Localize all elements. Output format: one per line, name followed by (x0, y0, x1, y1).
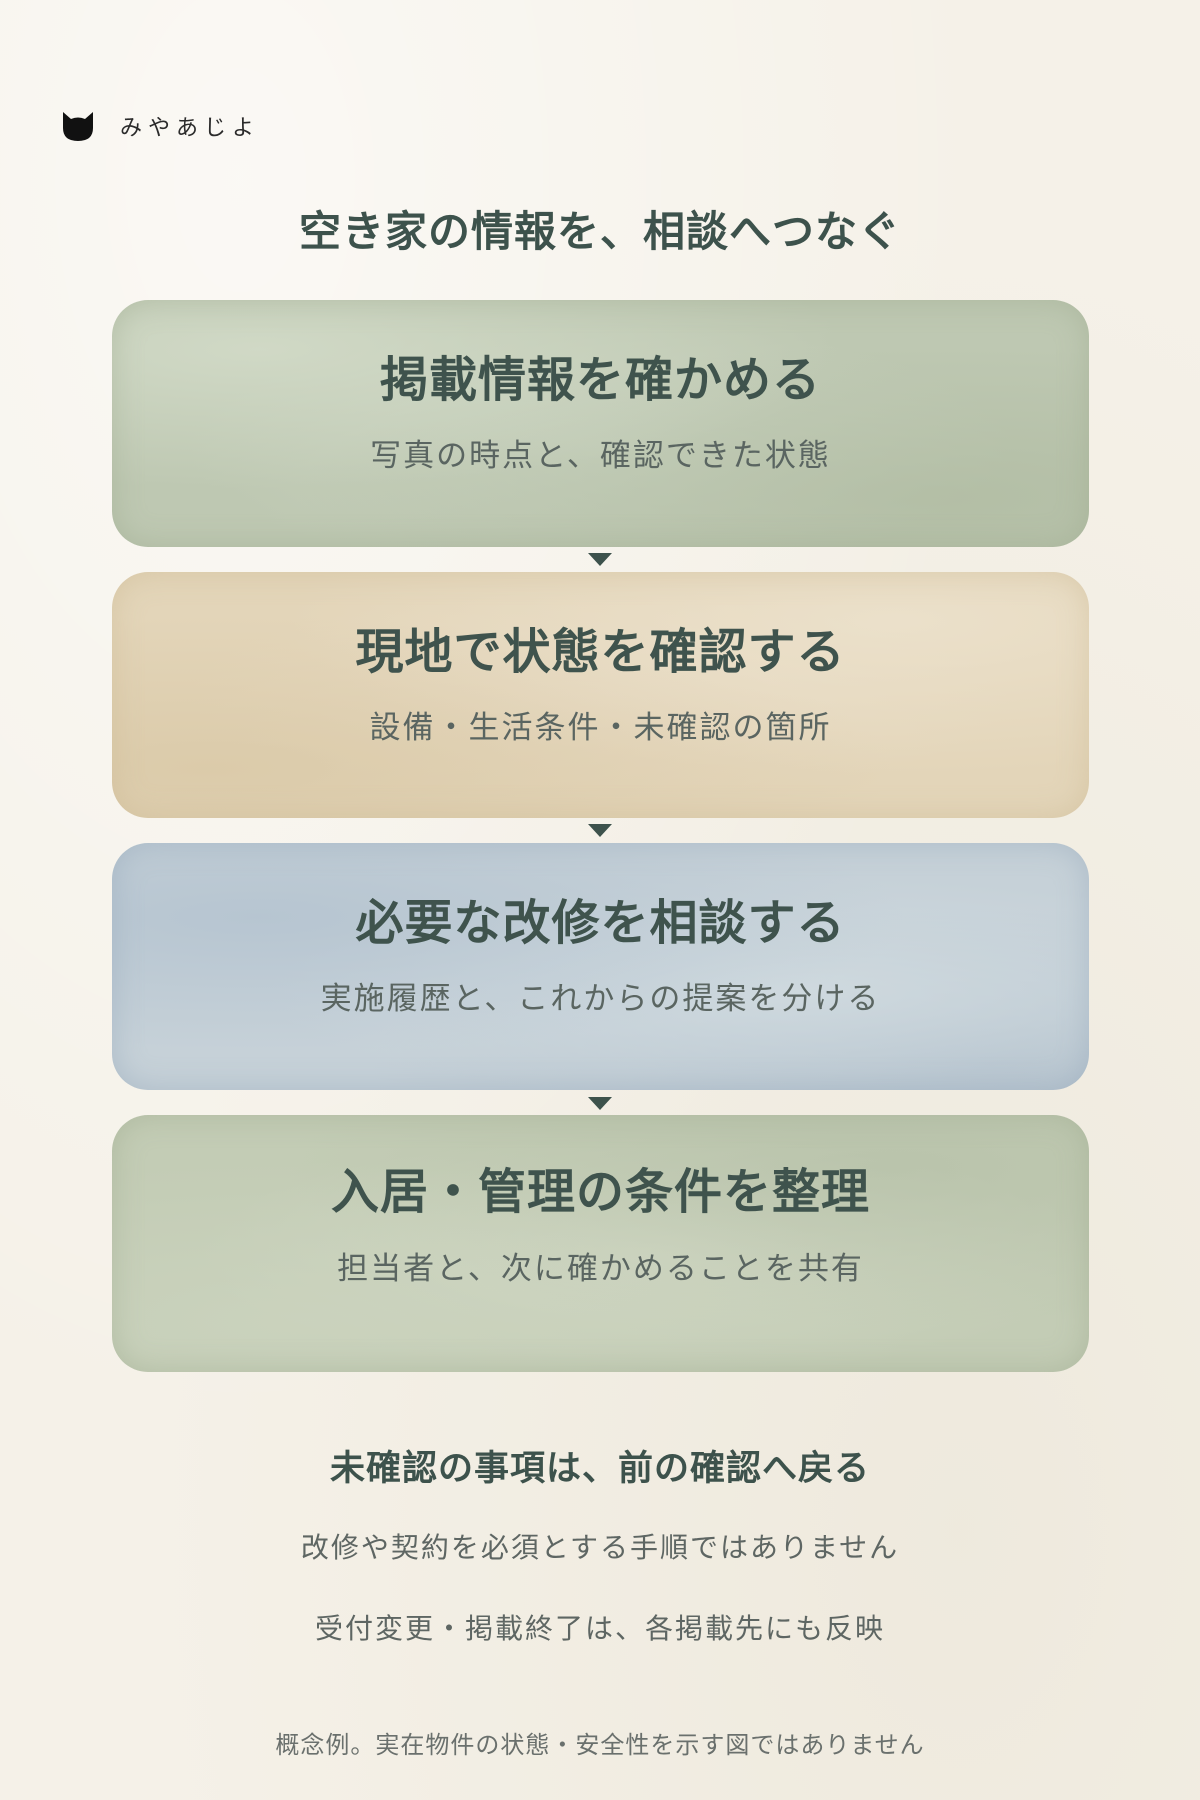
footnote: 概念例。実在物件の状態・安全性を示す図ではありません (275, 1731, 925, 1759)
step-title: 現地で状態を確認する (355, 624, 846, 680)
page-title: 空き家の情報を、相談へつなぐ (298, 207, 901, 256)
arrow-down-icon (588, 1097, 612, 1110)
brand-name: みやあじよ (120, 116, 261, 141)
step-card-3: 必要な改修を相談する 実施履歴と、これからの提案を分ける (112, 843, 1089, 1090)
step-card-4: 入居・管理の条件を整理 担当者と、次に確かめることを共有 (112, 1115, 1089, 1372)
arrow-down-icon (588, 824, 612, 837)
step-subtitle: 設備・生活条件・未確認の箇所 (369, 710, 832, 746)
note-title: 未確認の事項は、前の確認へ戻る (329, 1449, 870, 1489)
step-subtitle: 担当者と、次に確かめることを共有 (337, 1251, 864, 1287)
step-title: 入居・管理の条件を整理 (330, 1164, 870, 1220)
cat-icon (63, 112, 93, 141)
step-subtitle: 実施履歴と、これからの提案を分ける (320, 981, 881, 1017)
arrow-down-icon (588, 553, 612, 566)
note-line: 改修や契約を必須とする手順ではありません (300, 1531, 900, 1564)
note-line: 受付変更・掲載終了は、各掲載先にも反映 (314, 1612, 885, 1645)
step-card-1: 掲載情報を確かめる 写真の時点と、確認できた状態 (112, 300, 1089, 547)
brand: みやあじよ (60, 106, 260, 146)
step-subtitle: 写真の時点と、確認できた状態 (370, 438, 831, 474)
step-card-2: 現地で状態を確認する 設備・生活条件・未確認の箇所 (112, 572, 1089, 818)
step-title: 掲載情報を確かめる (379, 352, 821, 408)
step-title: 必要な改修を相談する (355, 895, 846, 951)
